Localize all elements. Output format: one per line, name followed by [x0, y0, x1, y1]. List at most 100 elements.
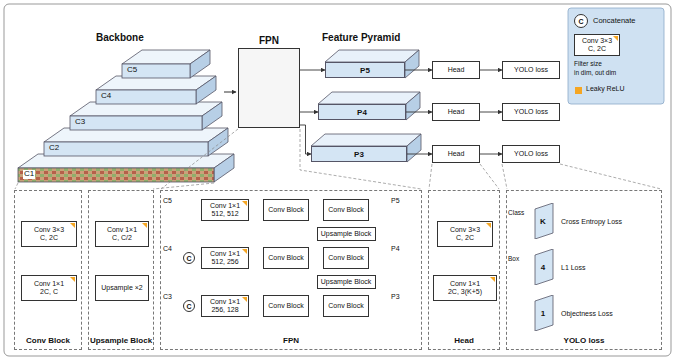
layer-label: C5: [127, 66, 137, 75]
node-text: Conv Block: [268, 206, 303, 214]
layer-box: Conv Block: [263, 199, 309, 221]
feature-map: P5: [325, 62, 405, 78]
layer-label: C1: [23, 170, 35, 179]
zoom-lines: [15, 129, 661, 189]
layer-box: YOLO loss: [502, 61, 560, 79]
port-label: C5: [163, 197, 172, 205]
detail-panel: Conv 3×3C, 2C Conv 1×12C, C Conv Block: [14, 190, 82, 350]
connector: [480, 154, 502, 155]
layer-box: Conv 1×1C, C/2: [95, 221, 149, 247]
detail-panel: Conv 1×1512, 512Conv BlockConv BlockUpsa…: [160, 190, 422, 350]
branch-label: Class: [508, 209, 524, 216]
connector: [407, 154, 432, 155]
node-text: 512, 512: [211, 210, 238, 218]
node-text: P3: [354, 150, 364, 159]
port-label: P5: [391, 197, 400, 205]
loss-tensor: KCross Entropy Loss: [531, 203, 659, 239]
node-text: Conv Block: [268, 302, 303, 310]
node-text: L1 Loss: [561, 249, 586, 285]
layer-box: Conv 1×12C, 3(K+5): [433, 275, 497, 301]
node-text: C: [578, 18, 583, 25]
legend-text: Leaky ReLU: [586, 85, 625, 93]
connector: [480, 112, 502, 113]
node-text: Upsample Block: [321, 278, 372, 286]
legend-note: Filter size: [574, 60, 602, 67]
node-text: Conv Block: [15, 336, 81, 345]
connector: [300, 125, 311, 154]
node-text: C, 2C: [588, 45, 606, 53]
node-text: Conv 3×3: [450, 226, 480, 234]
node-text: Conv 1×1: [450, 280, 480, 288]
node-text: Conv 1×1: [34, 280, 64, 288]
layer-box: YOLO loss: [502, 145, 560, 163]
loss-tensor: 4L1 Loss: [531, 249, 659, 285]
figure-border: [4, 4, 671, 356]
layer-box: Conv 1×1256, 128: [201, 295, 249, 317]
concat-circle: C: [183, 252, 195, 264]
node-text: Concatenate: [593, 16, 636, 25]
layer-label: C2: [49, 144, 59, 153]
node-text: Upsample Block: [321, 230, 372, 238]
node-text: FPN: [239, 35, 299, 47]
layer-box: Conv 1×12C, C: [21, 275, 77, 301]
port-label: C4: [163, 245, 172, 253]
feature-map: P3: [311, 146, 407, 162]
layer-box: Upsample Block: [317, 275, 376, 289]
layer-label: C4: [101, 92, 111, 101]
layer-box: Conv Block: [323, 247, 369, 269]
node-text: C: [186, 255, 191, 262]
legend-note: in dim, out dim: [574, 69, 616, 76]
node-text: P5: [360, 66, 370, 75]
layer-box: Conv 3×3C, 2C: [21, 221, 77, 247]
node-text: P4: [357, 108, 367, 117]
node-text: Conv 1×1: [210, 298, 240, 306]
feature-map-faces: [311, 50, 421, 162]
activation-mark: [486, 223, 491, 228]
layer-box: Conv 1×1512, 256: [201, 247, 249, 269]
layer-box: Upsample Block: [317, 227, 376, 241]
section-title: Backbone: [96, 32, 144, 43]
layer-box: Conv 1×1512, 512: [201, 199, 249, 221]
activation-mark: [142, 223, 147, 228]
node-text: YOLO loss: [507, 336, 661, 345]
connector: [300, 70, 325, 71]
legend-panel: [568, 8, 664, 104]
detail-panel: KCross Entropy Loss 4L1 Loss 1Objectness L…: [506, 190, 662, 350]
node-text: Conv Block: [328, 302, 363, 310]
layer-box: Conv Block: [263, 247, 309, 269]
loss-tensor: 1Objectness Loss: [531, 295, 659, 331]
concat-circle: C: [183, 300, 195, 312]
node-text: K: [531, 203, 555, 239]
node-text: C: [186, 303, 191, 310]
concat-circle: CConcatenate: [574, 14, 588, 28]
layer-box: Head: [432, 103, 480, 121]
node-text: Upsample Block: [89, 336, 153, 345]
layer-box: Conv 3×3C, 2C: [574, 34, 620, 56]
layer-box: Conv Block: [323, 295, 369, 317]
node-text: C, 2C: [40, 234, 58, 242]
node-text: 2C, 3(K+5): [448, 288, 482, 296]
layer-box: Conv Block: [263, 295, 309, 317]
node-text: 256, 128: [211, 306, 238, 314]
node-text: Conv 1×1: [107, 226, 137, 234]
activation-mark: [242, 201, 247, 206]
node-text: Conv 1×1: [210, 250, 240, 258]
backbone-arrow: [224, 92, 236, 93]
node-text: 4: [531, 249, 555, 285]
detail-panel: Conv 3×3C, 2CConv 1×12C, 3(K+5)Head: [428, 190, 500, 350]
node-text: Conv Block: [328, 254, 363, 262]
node-text: Head: [448, 150, 465, 158]
activation-mark: [242, 249, 247, 254]
legend-swatch: [575, 87, 582, 94]
node-text: Conv Block: [268, 254, 303, 262]
feature-map: P4: [318, 104, 406, 120]
port-label: P4: [391, 245, 400, 253]
port-label: P3: [391, 293, 400, 301]
node-text: Objectness Loss: [561, 295, 613, 331]
layer-box: Conv Block: [323, 199, 369, 221]
section-title: Feature Pyramid: [322, 32, 400, 43]
node-text: YOLO loss: [514, 66, 548, 74]
node-text: Conv 3×3: [582, 37, 612, 45]
node-text: Conv 1×1: [210, 202, 240, 210]
